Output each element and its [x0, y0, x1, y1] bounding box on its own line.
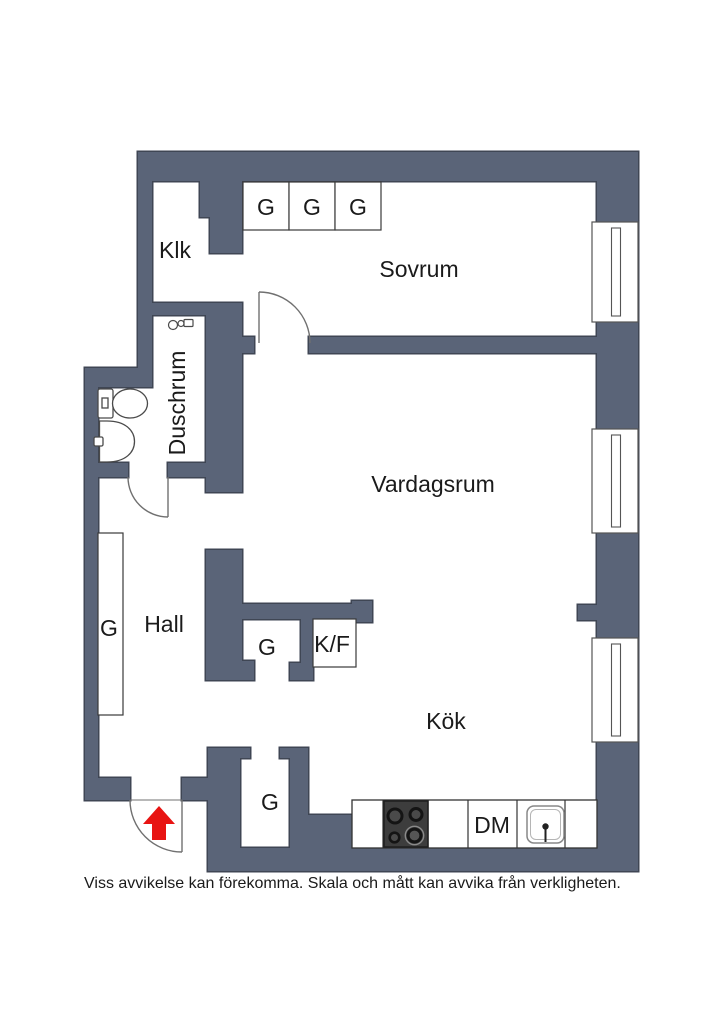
wardrobe-label: G — [349, 194, 367, 220]
disclaimer-text: Viss avvikelse kan förekomma. Skala och … — [84, 875, 621, 892]
window-glazing — [610, 227, 622, 317]
door-duschrum — [127, 476, 169, 518]
burner — [408, 807, 424, 822]
room-label-kok: Kök — [426, 708, 466, 734]
fridge-freezer-label: K/F — [314, 631, 350, 657]
window-glazing — [610, 434, 622, 528]
wardrobe-box — [288, 181, 336, 231]
room-label-duschrum: Duschrum — [164, 350, 190, 456]
wardrobe-box — [334, 181, 382, 231]
door-entrance — [129, 799, 183, 853]
room-label-hall: Hall — [144, 611, 184, 637]
wardrobe-box — [242, 181, 290, 231]
burner — [404, 825, 425, 846]
kitchen-sink — [526, 805, 565, 844]
window-kok — [591, 637, 639, 743]
stove — [383, 800, 429, 848]
shower-mixer-icon — [167, 318, 194, 331]
window-glazing — [610, 643, 622, 737]
entrance-arrow-icon — [143, 806, 175, 840]
door-sovrum — [258, 291, 311, 344]
room-label-sovrum: Sovrum — [379, 256, 459, 282]
room-label-vardagsrum: Vardagsrum — [371, 471, 495, 497]
toilet-icon — [97, 388, 149, 419]
wardrobe-label: G — [261, 789, 279, 815]
bathroom-sink-icon — [93, 420, 136, 463]
hall-wardrobe-box — [97, 532, 124, 716]
wardrobe-label: G — [258, 634, 276, 660]
wardrobe-label: G — [303, 194, 321, 220]
dishwasher-label: DM — [474, 812, 510, 838]
burner — [388, 831, 401, 844]
wardrobe-label: G — [100, 615, 118, 641]
window-sovrum — [591, 221, 639, 323]
room-label-klk: Klk — [159, 237, 191, 263]
faucet-icon — [542, 823, 549, 830]
burner — [386, 807, 404, 825]
fridge-freezer-box — [312, 618, 357, 668]
window-vardagsrum — [591, 428, 639, 534]
wardrobe-label: G — [257, 194, 275, 220]
burner — [406, 827, 423, 844]
